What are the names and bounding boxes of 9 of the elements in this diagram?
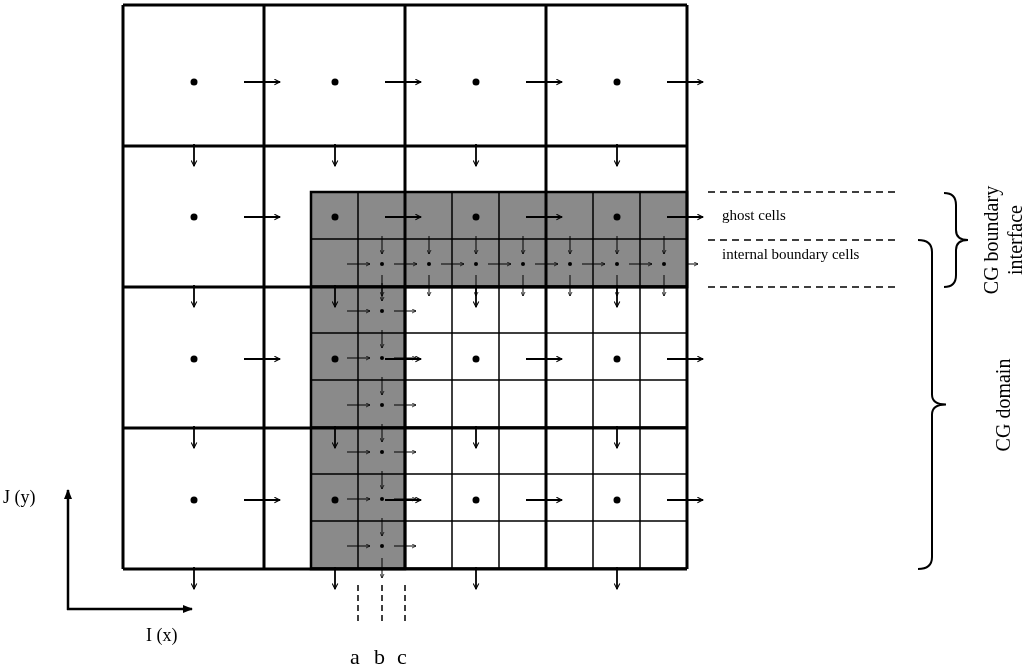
rotated-label: CG domain: [991, 357, 1015, 454]
label: c: [397, 643, 407, 665]
label: ghost cells: [722, 206, 786, 225]
label: I (x): [146, 624, 178, 647]
label: J (y): [3, 486, 36, 509]
label: a: [350, 643, 360, 665]
label: internal boundary cells: [722, 245, 861, 264]
label: b: [374, 643, 385, 665]
rotated-label: CG boundary interface: [979, 184, 1024, 297]
